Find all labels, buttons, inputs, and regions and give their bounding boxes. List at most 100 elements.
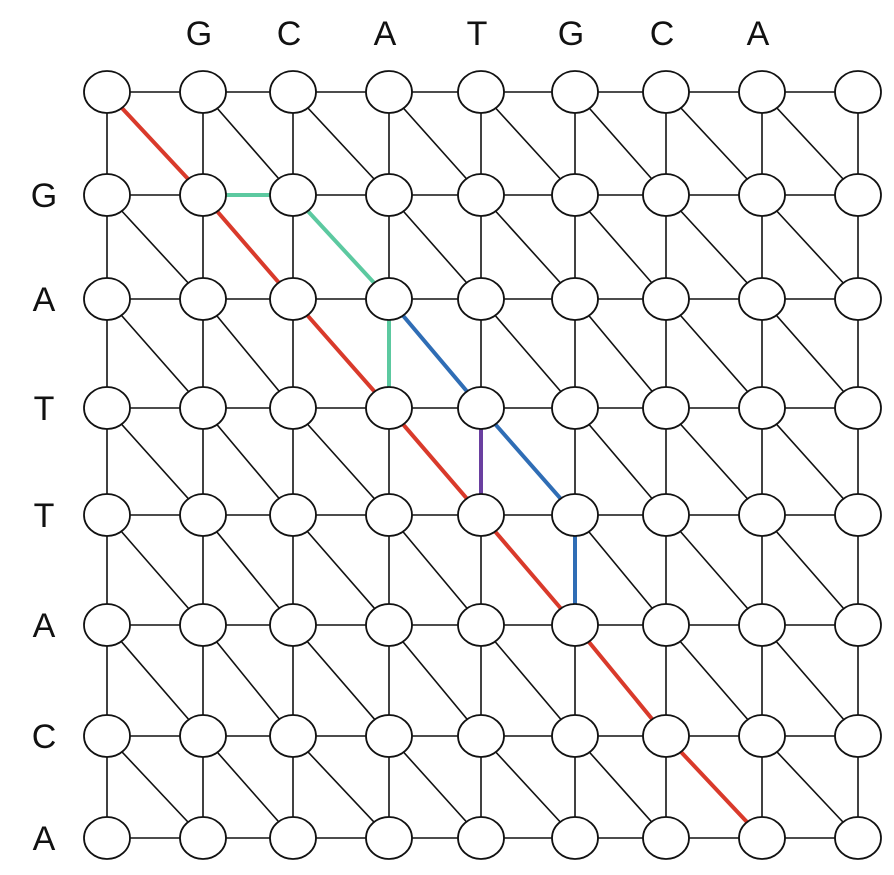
endpoint-node	[738, 816, 786, 860]
grid-edge-diagonal	[761, 298, 859, 409]
grid-node	[457, 493, 505, 537]
grid-node	[269, 386, 317, 430]
grid-nodes	[83, 70, 882, 860]
grid-node	[834, 603, 882, 647]
grid-node	[269, 493, 317, 537]
grid-node	[551, 603, 599, 647]
grid-node	[83, 603, 131, 647]
grid-edge-diagonal	[292, 514, 390, 626]
grid-node	[365, 816, 413, 860]
grid-node	[642, 714, 690, 758]
grid-edge-diagonal	[480, 298, 576, 409]
grid-node	[738, 603, 786, 647]
grid-node	[738, 70, 786, 114]
grid-edge-diagonal	[574, 298, 667, 409]
grid-node	[551, 173, 599, 217]
grid-node	[457, 277, 505, 321]
grid-edge-diagonal	[106, 514, 204, 626]
grid-node	[834, 386, 882, 430]
grid-edge-diagonal	[388, 735, 482, 839]
grid-node	[269, 816, 317, 860]
grid-edge-diagonal	[202, 514, 294, 626]
top-sequence-letter: T	[467, 15, 488, 53]
grid-node	[83, 173, 131, 217]
grid-edge-diagonal	[665, 91, 763, 196]
grid-edge-diagonal	[106, 624, 204, 737]
grid-node	[83, 714, 131, 758]
red-path	[105, 90, 764, 840]
grid-edge-diagonal	[574, 407, 667, 516]
grid-node	[457, 386, 505, 430]
grid-edge-diagonal	[480, 194, 576, 300]
grid-edge-diagonal	[761, 91, 859, 196]
grid-edge-diagonal	[202, 407, 294, 516]
grid-node	[642, 816, 690, 860]
grid-edge-diagonal	[665, 194, 763, 300]
grid-node	[551, 493, 599, 537]
left-sequence-letter: G	[31, 177, 57, 215]
grid-node	[179, 493, 227, 537]
grid-edge-diagonal	[665, 407, 763, 516]
grid-node	[269, 70, 317, 114]
grid-node	[642, 603, 690, 647]
grid-node	[642, 277, 690, 321]
left-sequence-letter: T	[34, 390, 55, 428]
grid-edge-diagonal	[106, 298, 204, 409]
grid-node	[551, 70, 599, 114]
grid-node	[834, 173, 882, 217]
grid-edge-diagonal	[480, 735, 576, 839]
grid-edge-diagonal	[106, 194, 204, 300]
grid-node	[269, 277, 317, 321]
top-sequence-letter: A	[747, 15, 770, 53]
grid-node	[738, 714, 786, 758]
grid-node	[179, 277, 227, 321]
grid-node	[269, 173, 317, 217]
top-sequence-letter: C	[650, 15, 675, 53]
grid-node	[642, 70, 690, 114]
grid-node	[83, 386, 131, 430]
grid-edge-diagonal	[665, 514, 763, 626]
grid-node	[179, 816, 227, 860]
grid-node	[457, 173, 505, 217]
grid-node	[551, 386, 599, 430]
grid-node	[834, 714, 882, 758]
grid-node	[83, 277, 131, 321]
grid-edge-diagonal	[388, 91, 482, 196]
grid-edge-diagonal	[761, 624, 859, 737]
top-sequence-letter: G	[558, 15, 584, 53]
grid-node	[457, 714, 505, 758]
grid-node	[269, 714, 317, 758]
grid-node	[738, 173, 786, 217]
grid-node	[551, 714, 599, 758]
grid-node	[738, 386, 786, 430]
grid-node	[834, 493, 882, 537]
grid-edge-diagonal	[665, 298, 763, 409]
grid-edge-diagonal	[292, 735, 390, 839]
grid-node	[642, 493, 690, 537]
top-sequence-letter: A	[374, 15, 397, 53]
grid-edge-diagonal	[202, 91, 294, 196]
left-sequence-letter: A	[33, 607, 56, 645]
grid-edge-diagonal	[480, 624, 576, 737]
grid-node	[179, 603, 227, 647]
grid-node	[457, 603, 505, 647]
grid-edge-diagonal	[106, 735, 204, 839]
grid-node	[179, 386, 227, 430]
top-sequence-letter: C	[277, 15, 302, 53]
grid-node	[457, 816, 505, 860]
grid-node	[83, 493, 131, 537]
grid-edge-diagonal	[761, 194, 859, 300]
grid-node	[551, 277, 599, 321]
grid-node	[365, 493, 413, 537]
grid-node	[642, 386, 690, 430]
left-sequence-letter: C	[32, 718, 57, 756]
grid-edge-diagonal	[574, 735, 667, 839]
grid-node	[365, 386, 413, 430]
grid-edge-diagonal	[665, 624, 763, 737]
left-sequence-letter: T	[34, 497, 55, 535]
grid-edge-diagonal	[388, 194, 482, 300]
grid-node	[834, 70, 882, 114]
grid-node	[365, 277, 413, 321]
